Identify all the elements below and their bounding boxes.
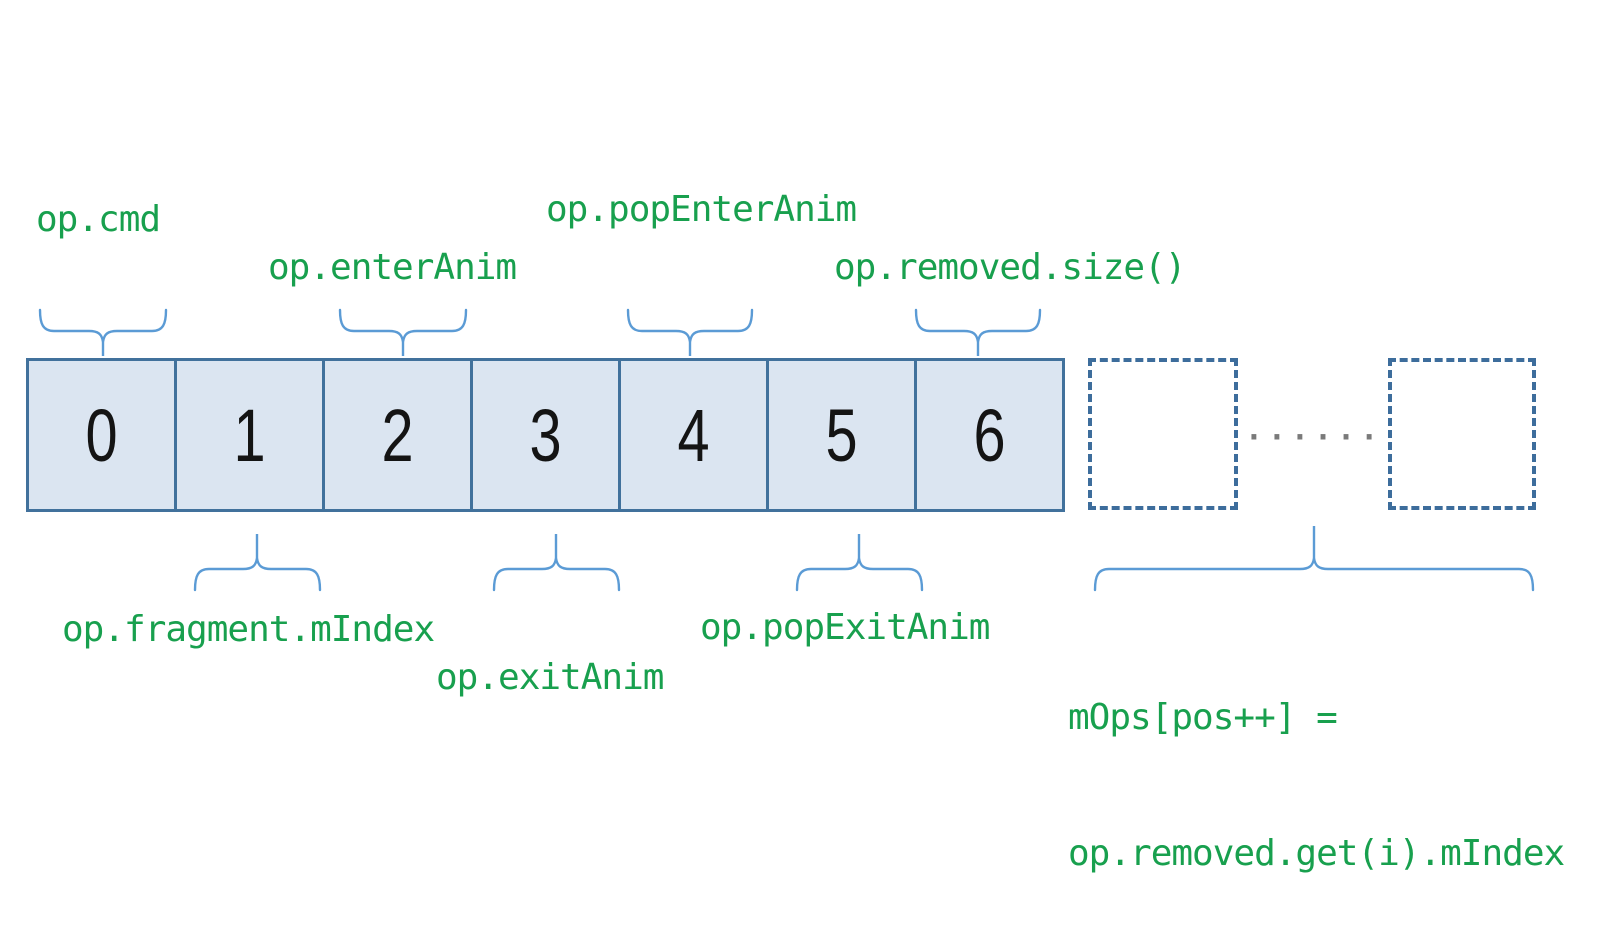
array-cell-0: 0 — [26, 358, 177, 512]
cell-value: 3 — [529, 393, 562, 477]
dashed-cell-right — [1388, 358, 1536, 510]
cell-value: 1 — [233, 393, 266, 477]
brace-op-popexitanim — [795, 557, 924, 592]
brace-op-cmd — [38, 308, 168, 343]
cell-value: 2 — [381, 393, 414, 477]
label-op-removed-size: op.removed.size() — [834, 247, 1186, 288]
cell-value: 4 — [677, 393, 710, 477]
cell-value: 6 — [973, 393, 1006, 477]
dashed-cell-left — [1088, 358, 1238, 510]
array-cell-5: 5 — [766, 358, 917, 512]
mops-assignment-line1: mOps[pos++] = — [1068, 697, 1338, 738]
array-cell-2: 2 — [322, 358, 473, 512]
label-op-popenteranim: op.popEnterAnim — [546, 189, 857, 230]
brace-op-removed-size — [914, 308, 1042, 343]
label-op-enteranim: op.enterAnim — [268, 247, 517, 288]
label-op-exitanim: op.exitAnim — [436, 657, 664, 698]
label-op-fragment-mindex: op.fragment.mIndex — [62, 609, 435, 650]
mops-assignment-line2: op.removed.get(i).mIndex — [1068, 833, 1565, 874]
array-cell-6: 6 — [914, 358, 1065, 512]
ellipsis-dots: ······ — [1244, 420, 1384, 456]
array-cell-1: 1 — [174, 358, 325, 512]
label-op-popexitanim: op.popExitAnim — [700, 607, 990, 648]
cell-value: 0 — [85, 393, 118, 477]
label-mops-assignment: mOps[pos++] = op.removed.get(i).mIndex — [1068, 606, 1565, 929]
label-op-cmd: op.cmd — [36, 199, 161, 240]
array-cell-4: 4 — [618, 358, 769, 512]
brace-mops-assignment — [1093, 557, 1535, 592]
brace-op-exitanim — [492, 557, 621, 592]
cell-value: 5 — [825, 393, 858, 477]
brace-op-fragment-mindex — [193, 557, 322, 592]
array-row: 0 1 2 3 4 5 6 — [26, 358, 1065, 512]
brace-op-enteranim — [338, 308, 468, 343]
array-cell-3: 3 — [470, 358, 621, 512]
brace-op-popenteranim — [626, 308, 754, 343]
